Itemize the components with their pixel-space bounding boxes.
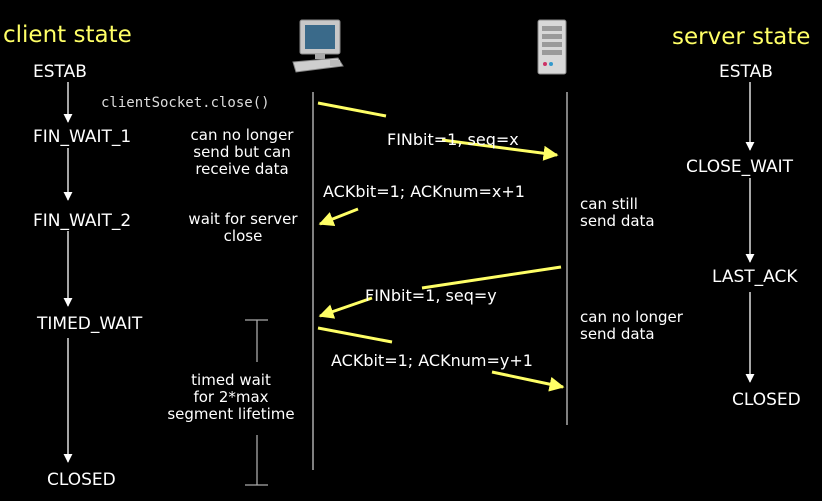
message-fin-x-label: FINbit=1, seq=x [387,130,519,149]
message-ack-y1-label: ACKbit=1; ACKnum=y+1 [331,351,533,370]
note-fin-wait-2: wait for server close [188,210,298,245]
server-state-closed: CLOSED [732,390,801,410]
note-close-wait: can still send data [580,195,655,231]
server-tower-icon [537,19,567,75]
message-ack-x1-arrow [318,207,359,227]
client-close-call: clientSocket.close() [101,95,270,111]
note-fin-wait-1: can no longer send but can receive data [190,126,294,178]
message-fin-y-arrow [318,265,562,319]
message-ack-x1-label: ACKbit=1; ACKnum=x+1 [323,182,525,201]
client-state-closed: CLOSED [47,470,116,490]
server-state-close-wait: CLOSE_WAIT [686,157,794,177]
message-ack-y1-arrow [317,326,565,392]
client-state-estab: ESTAB [33,62,87,82]
client-state-fin-wait-1: FIN_WAIT_1 [33,127,132,147]
client-state-timed-wait: TIMED_WAIT [37,314,143,334]
server-state-estab: ESTAB [719,62,773,82]
desktop-computer-icon [292,19,344,73]
client-state-fin-wait-2: FIN_WAIT_2 [33,211,132,231]
server-state-header: server state [672,24,811,50]
timed-wait-bracket [245,319,268,486]
client-state-header: client state [3,22,132,48]
note-timed-wait: timed wait for 2*max segment lifetime [167,371,295,423]
note-last-ack: can no longer send data [580,308,683,344]
message-fin-y-label: FINbit=1, seq=y [365,286,497,305]
server-state-last-ack: LAST_ACK [712,267,798,287]
message-fin-x-arrow [317,101,559,161]
